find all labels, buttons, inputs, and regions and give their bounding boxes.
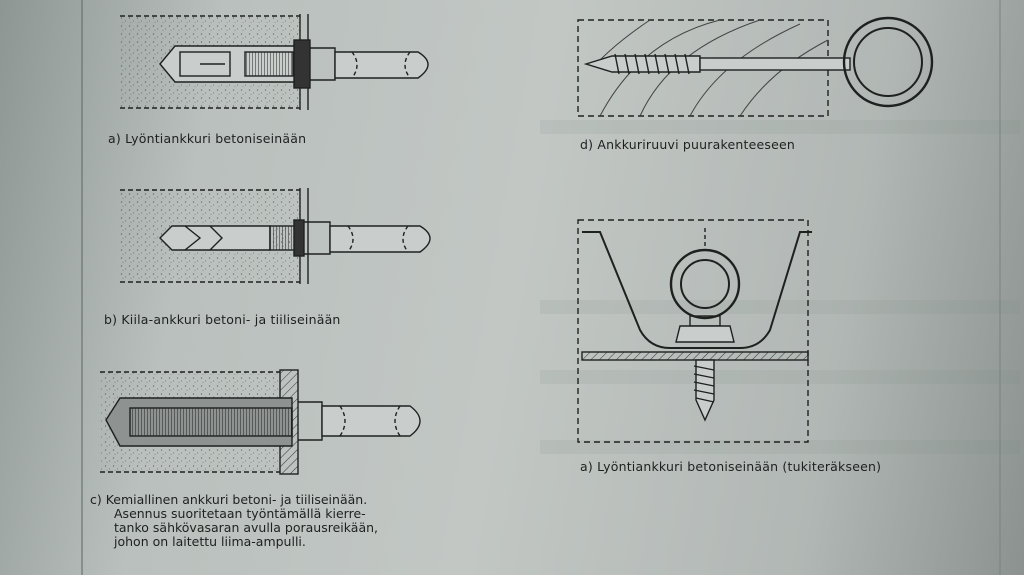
- figure-d-caption: d) Ankkuriruuvi puurakenteeseen: [580, 137, 795, 152]
- figure-c-caption-line: tanko sähkövasaran avulla porausreikään,: [114, 520, 378, 535]
- bleed-through-line: [540, 440, 1020, 454]
- figure-c-caption: c) Kemiallinen ankkuri betoni- ja tiilis…: [90, 493, 378, 549]
- bleed-through-line: [540, 300, 1020, 314]
- figure-e-caption: a) Lyöntiankkuri betoniseinään (tukiterä…: [580, 459, 882, 474]
- figure-c-drawing: [100, 369, 421, 475]
- figure-e-drawing: [577, 219, 812, 443]
- bleed-through-line: [540, 370, 1020, 384]
- figure-c-caption-line: johon on laitettu liima-ampulli.: [114, 534, 306, 549]
- figure-b-caption: b) Kiila-ankkuri betoni- ja tiiliseinään: [104, 312, 341, 327]
- figure-d-drawing: [577, 16, 934, 117]
- figure-c-caption-line: Asennus suoritetaan työntämällä kierre-: [114, 506, 366, 521]
- bleed-through-line: [540, 120, 1020, 134]
- figure-a-drawing: [120, 14, 429, 110]
- figure-a-caption: a) Lyöntiankkuri betoniseinään: [108, 131, 307, 146]
- figure-b-drawing: [120, 188, 431, 284]
- figure-c-caption-line: c) Kemiallinen ankkuri betoni- ja tiilis…: [90, 492, 368, 507]
